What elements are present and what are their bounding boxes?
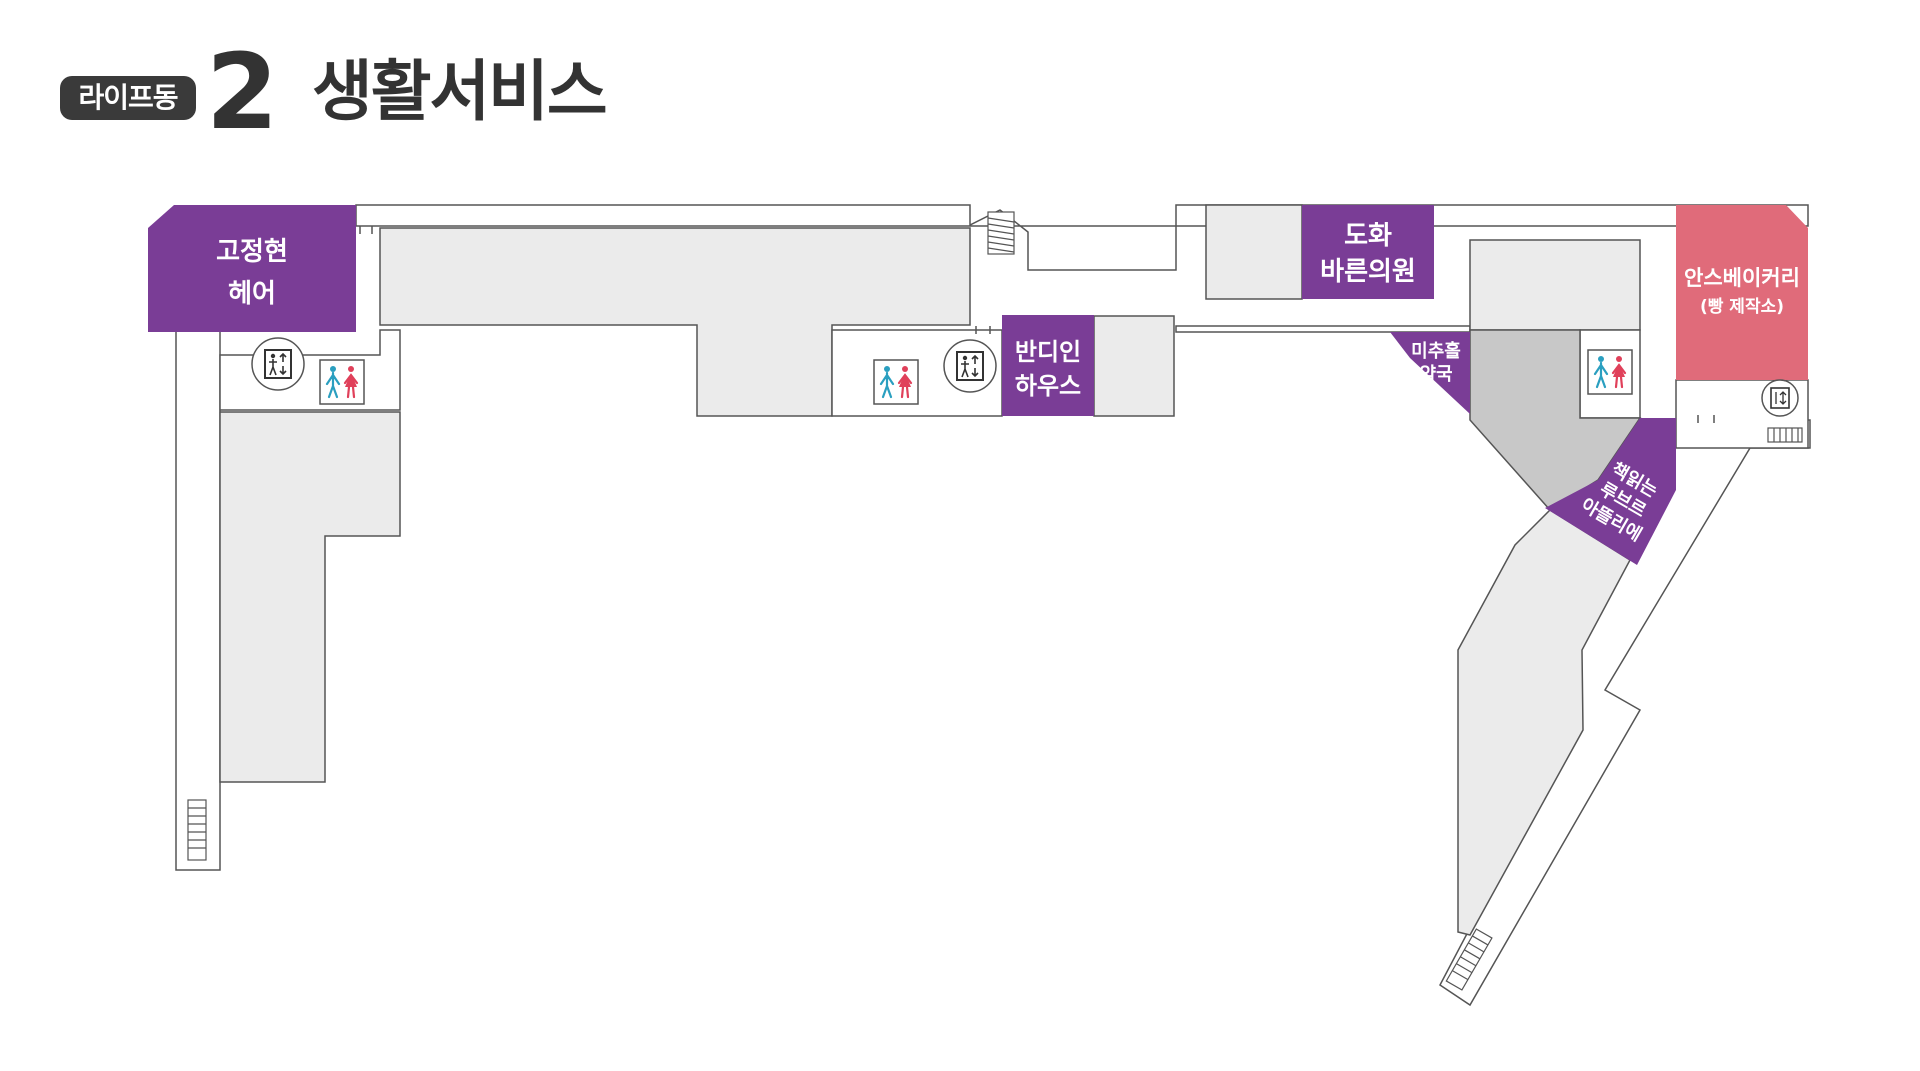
- stairs-icon: [987, 211, 1015, 255]
- building-badge: 라이프동: [60, 76, 196, 120]
- store-dohwa-clinic-line2: 바른의원: [1320, 257, 1416, 287]
- floor-category: 생활서비스: [312, 53, 608, 130]
- store-ans-bakery-line2: (빵 제작소): [1700, 297, 1784, 317]
- floor-number: 2: [206, 31, 279, 153]
- store-gojunghyun-hair[interactable]: 고정현 헤어: [148, 205, 356, 332]
- store-michuhol-pharmacy-line1: 미추홀: [1411, 340, 1461, 362]
- restroom-icon: [1586, 348, 1634, 396]
- store-bandi-inhouse-line2: 하우스: [1015, 372, 1081, 400]
- elevator-icon: [251, 337, 305, 391]
- corridor-outline: [175, 204, 1811, 1007]
- page-header: 라이프동 2 생활서비스: [0, 0, 1920, 160]
- escalator-icon: [1445, 928, 1493, 991]
- store-ans-bakery-line1: 안스베이커리: [1684, 266, 1800, 290]
- restroom-icon: [318, 358, 366, 406]
- elevator-icon: [943, 339, 997, 393]
- elevator-icon: [1761, 379, 1799, 417]
- store-gojunghyun-hair-line1: 고정현: [216, 237, 288, 267]
- store-dohwa-clinic[interactable]: 도화 바른의원: [1302, 205, 1434, 299]
- store-michuhol-pharmacy[interactable]: 미추홀 약국: [1390, 332, 1470, 414]
- escalator-icon: [1767, 427, 1803, 443]
- store-dohwa-clinic-line1: 도화: [1344, 221, 1392, 251]
- store-bandi-inhouse[interactable]: 반디인 하우스: [1002, 315, 1094, 416]
- door-markers: [359, 226, 1715, 423]
- store-michuhol-pharmacy-line2: 약국: [1419, 363, 1452, 385]
- gray-shop-areas: [219, 204, 1641, 936]
- store-gojunghyun-hair-line2: 헤어: [228, 279, 276, 309]
- store-bandi-inhouse-line1: 반디인: [1015, 338, 1081, 366]
- restroom-icon: [872, 358, 920, 406]
- escalator-icon: [187, 799, 207, 861]
- store-ans-bakery[interactable]: 안스베이커리 (빵 제작소): [1676, 205, 1808, 380]
